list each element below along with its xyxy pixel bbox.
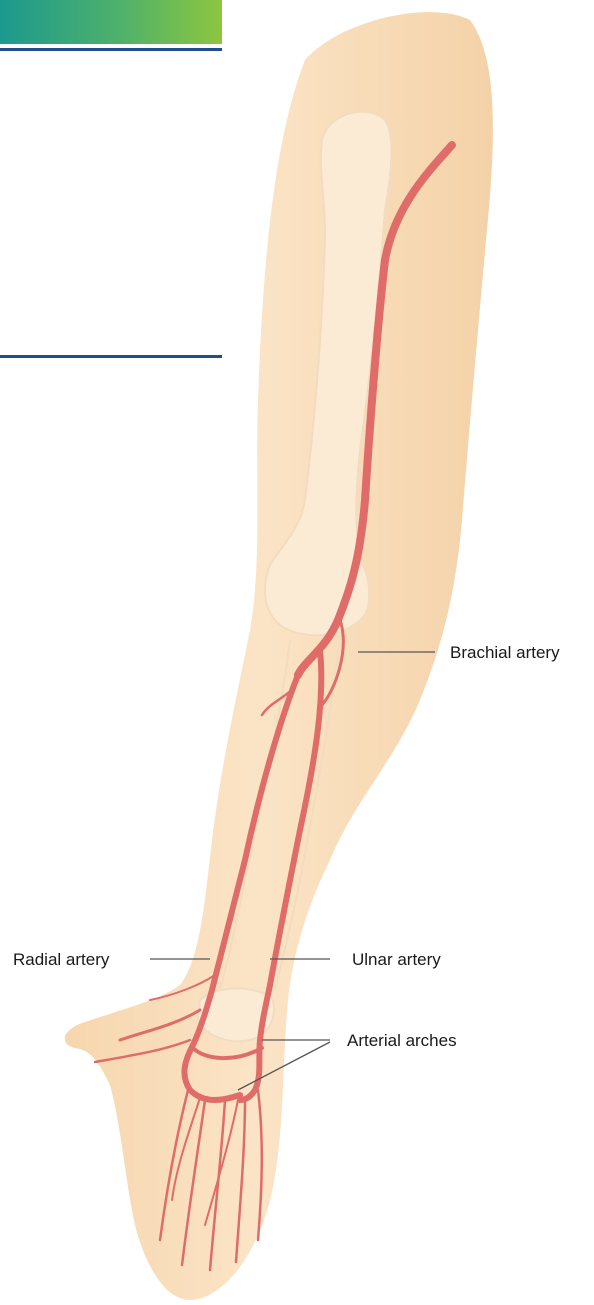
label-radial-artery: Radial artery [13, 950, 109, 970]
label-ulnar-artery: Ulnar artery [352, 950, 441, 970]
label-brachial-artery: Brachial artery [450, 643, 560, 663]
label-arterial-arches: Arterial arches [347, 1031, 457, 1051]
arm-silhouette [65, 12, 493, 1300]
